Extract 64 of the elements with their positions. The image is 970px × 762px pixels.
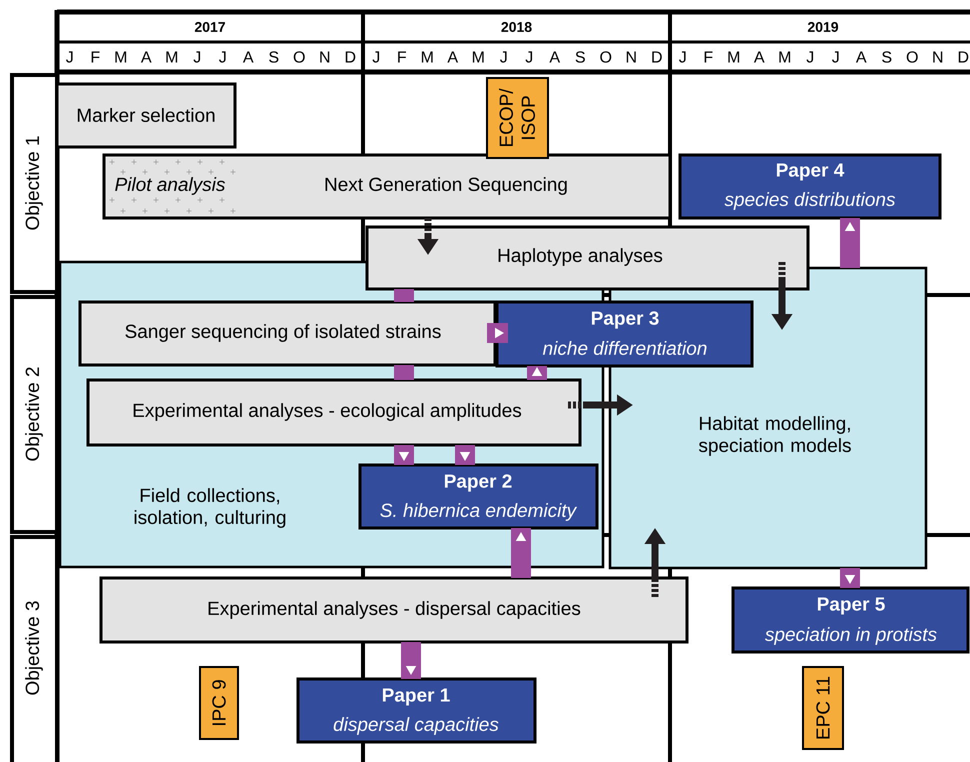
task-box: Experimental analyses - ecological amplitudes [86, 378, 582, 446]
month-label: J [372, 51, 380, 63]
month-label: M [166, 52, 178, 62]
month-label: F [704, 52, 712, 62]
month-label: M [779, 52, 790, 62]
month-label: J [832, 51, 839, 63]
month-label: M [115, 52, 126, 62]
row-header-box: Objective 1 [10, 73, 59, 294]
month-label: J [66, 51, 73, 63]
month-label: N [320, 52, 330, 62]
row-header-box: Objective 3 [10, 535, 59, 762]
month-label: A [242, 52, 254, 62]
event-box: EPC 11 [802, 666, 844, 750]
month-label: O [600, 51, 612, 63]
block-arrow [401, 642, 421, 679]
block-arrow [487, 323, 508, 343]
month-label: M [422, 52, 433, 62]
month-label: D [346, 52, 356, 62]
month-label: S [882, 51, 892, 63]
year-label: 2017 [194, 22, 225, 32]
month-label: F [398, 52, 406, 62]
task-box: Haplotype analyses [366, 226, 810, 290]
month-label: M [728, 52, 740, 62]
block-arrow [840, 218, 860, 268]
block-arrow [455, 445, 475, 465]
month-label: O [906, 51, 918, 63]
month-label: N [933, 52, 942, 62]
year-label: 2018 [501, 22, 532, 32]
month-label: N [626, 52, 636, 62]
paper-box: Paper 3 niche differentiation [496, 300, 754, 368]
month-label: J [806, 51, 814, 63]
month-label: J [194, 51, 200, 63]
year-label: 2019 [808, 22, 838, 32]
block-arrow [394, 445, 414, 465]
month-label: O [294, 51, 305, 63]
paper-box: Paper 4 species distributions [678, 154, 942, 220]
month-label: S [576, 51, 585, 63]
event-box: ECOP/ ISOP [486, 77, 549, 159]
month-label: S [269, 51, 278, 63]
paper-box: Paper 2 S. hibernica endemicity [358, 464, 598, 530]
month-label: F [92, 52, 100, 62]
block-arrow [511, 528, 531, 578]
month-label: D [652, 52, 662, 62]
paper-box: Paper 5 speciation in protists [732, 586, 970, 654]
month-label: D [958, 52, 968, 62]
task-box: Pilot analysis Next Generation Sequencing [102, 154, 672, 220]
month-label: A [447, 52, 458, 62]
month-label: J [219, 51, 226, 63]
task-box: Experimental analyses - dispersal capacities [100, 576, 688, 644]
month-label: A [549, 52, 560, 62]
block-arrow [840, 568, 860, 588]
event-box: IPC 9 [199, 666, 239, 740]
month-label: A [856, 52, 867, 62]
month-label: J [500, 51, 507, 63]
month-label: A [140, 52, 152, 62]
month-label: J [679, 51, 686, 63]
task-box: Marker selection [56, 82, 236, 148]
month-label: J [526, 51, 532, 63]
paper-box: Paper 1 dispersal capacities [296, 678, 536, 744]
month-label: M [472, 52, 484, 62]
month-label: A [754, 52, 765, 62]
row-header-box: Objective 2 [10, 295, 59, 534]
block-arrow [527, 366, 547, 380]
task-box: Sanger sequencing of isolated strains [78, 300, 496, 366]
